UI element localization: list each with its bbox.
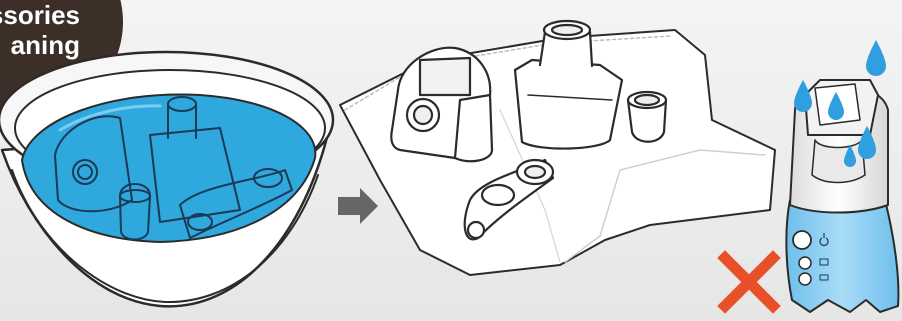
badge-title-line-1: ssories <box>0 0 80 30</box>
badge-title: ssories aning <box>0 0 80 60</box>
badge-title-line-2: aning <box>0 30 80 60</box>
